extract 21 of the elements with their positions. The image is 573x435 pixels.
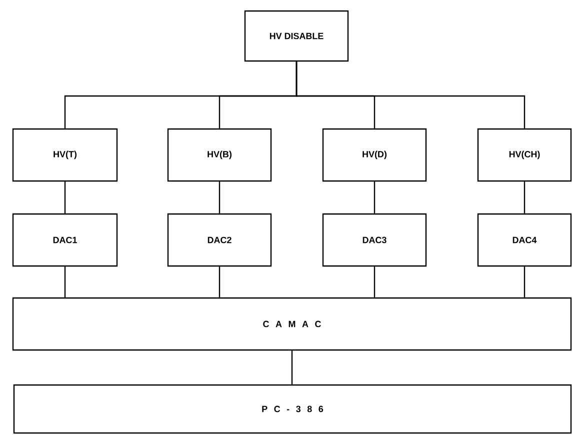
module-box: HV(T)	[12, 128, 118, 182]
module-box: DAC3	[322, 213, 427, 267]
connector-line	[291, 350, 293, 384]
module-box: HV(D)	[322, 128, 427, 182]
connector-line	[524, 182, 526, 214]
module-box: DAC1	[12, 213, 118, 267]
connector-line	[218, 266, 220, 298]
module-box: DAC4	[477, 213, 572, 267]
connector-line	[374, 182, 376, 214]
bus-box: C A M A C	[12, 297, 572, 351]
connector-line	[64, 182, 66, 214]
module-box: DAC2	[167, 213, 272, 267]
control-box: HV DISABLE	[244, 10, 349, 62]
connector-line	[64, 266, 66, 298]
module-box: HV(CH)	[477, 128, 572, 182]
connector-line	[218, 182, 220, 214]
computer-box: P C - 3 8 6	[13, 384, 572, 434]
connector-line	[296, 62, 526, 128]
connector-line	[374, 266, 376, 298]
module-box: HV(B)	[167, 128, 272, 182]
connector-line	[524, 266, 526, 298]
